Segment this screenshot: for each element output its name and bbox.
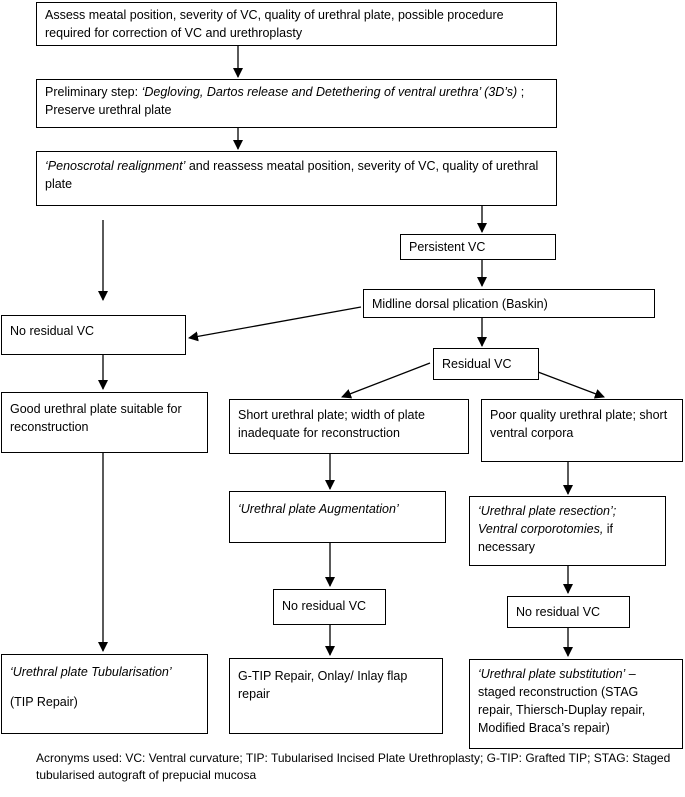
dorsal-plication-text: Midline dorsal plication (Baskin) [372,297,548,311]
tubularisation-title: ‘Urethral plate Tubularisation’ [10,665,172,679]
residual-vc-text: Residual VC [442,357,512,371]
penoscrotal-suffix: and reassess meatal position, severity o… [45,159,539,191]
substitution-box: ‘Urethral plate substitution’ – staged r… [469,659,683,749]
no-residual-vc-right-text: No residual VC [516,605,601,619]
no-residual-vc-mid-box: No residual VC [273,589,386,625]
preliminary-italic: ‘Degloving, Dartos release and Detetheri… [141,85,518,99]
tubularisation-sub: (TIP Repair) [10,695,78,709]
penoscrotal-box: ‘Penoscrotal realignment’ and reassess m… [36,151,557,206]
substitution-italic: ‘Urethral plate substitution’ [478,667,626,681]
short-plate-box: Short urethral plate; width of plate ina… [229,399,469,454]
arrow-plication-to-no-residual-left [188,306,362,342]
arrow-residual-to-short-plate [341,362,431,399]
dorsal-plication-box: Midline dorsal plication (Baskin) [363,289,655,318]
preliminary-prefix: Preliminary step: [45,85,142,99]
arrow-residual-to-poor-plate [537,371,605,399]
gtip-text: G-TIP Repair, Onlay/ Inlay flap repair [238,669,408,701]
assess-text: Assess meatal position, severity of VC, … [45,8,504,40]
tubularisation-box: ‘Urethral plate Tubularisation’ (TIP Rep… [1,654,208,734]
preliminary-box: Preliminary step: ‘Degloving, Dartos rel… [36,79,557,128]
good-plate-text: Good urethral plate suitable for reconst… [10,402,182,434]
assess-box: Assess meatal position, severity of VC, … [36,2,557,46]
resection-suffix: if necessary [478,522,614,554]
augmentation-box: ‘Urethral plate Augmentation’ [229,491,446,543]
acronyms-footnote: Acronyms used: VC: Ventral curvature; TI… [36,751,671,782]
poor-plate-box: Poor quality urethral plate; short ventr… [481,399,683,462]
short-plate-text: Short urethral plate; width of plate ina… [238,408,425,440]
gtip-box: G-TIP Repair, Onlay/ Inlay flap repair [229,658,443,734]
preliminary-suffix: ; Preserve urethral plate [45,85,525,117]
persistent-vc-box: Persistent VC [400,234,556,260]
no-residual-vc-mid-text: No residual VC [282,599,367,613]
resection-italic: ‘Urethral plate resection’; Ventral corp… [478,504,617,536]
no-residual-vc-right-box: No residual VC [507,596,630,628]
good-plate-box: Good urethral plate suitable for reconst… [1,392,208,453]
persistent-vc-text: Persistent VC [409,240,486,254]
no-residual-vc-left-text: No residual VC [10,324,95,338]
poor-plate-text: Poor quality urethral plate; short ventr… [490,408,668,440]
substitution-suffix: – staged reconstruction (STAG repair, Th… [478,667,646,735]
resection-box: ‘Urethral plate resection’; Ventral corp… [469,496,666,566]
no-residual-vc-left-box: No residual VC [1,315,186,355]
augmentation-text: ‘Urethral plate Augmentation’ [238,502,399,516]
penoscrotal-italic: ‘Penoscrotal realignment’ [45,159,186,173]
residual-vc-box: Residual VC [433,348,539,380]
